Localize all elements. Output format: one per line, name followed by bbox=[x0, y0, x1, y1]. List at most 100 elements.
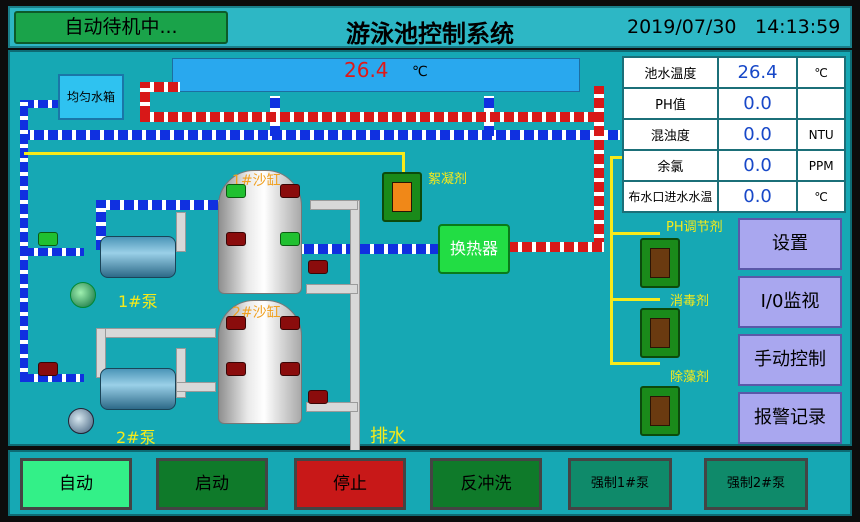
reading-value: 26.4 bbox=[716, 56, 799, 89]
system-status: 自动待机中... bbox=[14, 11, 228, 44]
valve-f2-drain[interactable] bbox=[308, 390, 328, 404]
filter1-drain-pipe bbox=[306, 284, 358, 294]
return-pipe bbox=[20, 130, 620, 140]
reading-label: PH值 bbox=[622, 87, 719, 120]
reading-unit: ℃ bbox=[796, 56, 846, 89]
dosing-line-flocculant bbox=[24, 152, 404, 155]
filter2-inlet-pipe bbox=[176, 382, 216, 392]
heater-return-pipe bbox=[594, 86, 604, 248]
valve-f2-outlet[interactable] bbox=[280, 316, 300, 330]
stop-button[interactable]: 停止 bbox=[294, 458, 406, 510]
dosing-line-flocculant-drop bbox=[402, 152, 405, 176]
alarm-log-button[interactable]: 报警记录 bbox=[738, 392, 842, 444]
dosing-ph[interactable] bbox=[640, 238, 680, 288]
filter2-bypass-pipe bbox=[176, 348, 186, 398]
force-pump-2-button[interactable]: 强制2#泵 bbox=[704, 458, 808, 510]
pump2-suction-pipe bbox=[24, 374, 84, 382]
header-bar: 自动待机中... 游泳池控制系统 2019/07/30 14:13:59 bbox=[8, 6, 852, 48]
drain-label: 排水 bbox=[370, 426, 406, 447]
reading-value: 0.0 bbox=[716, 118, 799, 151]
dosing-flocculant-label: 絮凝剂 bbox=[428, 172, 468, 187]
pump-1-label: 1#泵 bbox=[118, 292, 158, 311]
valve-f1-rinse[interactable] bbox=[280, 232, 300, 246]
reading-unit: PPM bbox=[796, 149, 846, 182]
time-display: 14:13:59 bbox=[755, 16, 841, 38]
valve-pump1-suction[interactable] bbox=[38, 232, 58, 246]
dosing-line-algaecide bbox=[610, 362, 660, 365]
pump1-discharge-pipe bbox=[96, 200, 106, 250]
page-title: 游泳池控制系统 bbox=[346, 20, 514, 48]
start-button[interactable]: 启动 bbox=[156, 458, 268, 510]
reading-row: 布水口进水水温 0.0 ℃ bbox=[622, 180, 846, 213]
balance-tank: 均匀水箱 bbox=[58, 74, 124, 120]
date-display: 2019/07/30 bbox=[627, 16, 737, 38]
dosing-ph-label: PH调节剂 bbox=[666, 220, 723, 235]
reading-unit bbox=[796, 87, 846, 120]
pool-temperature: 26.4 bbox=[344, 58, 389, 82]
dosing-disinfectant[interactable] bbox=[640, 308, 680, 358]
reading-label: 余氯 bbox=[622, 149, 719, 182]
tank-outlet-pipe bbox=[20, 100, 28, 382]
pump-1[interactable] bbox=[100, 236, 176, 278]
reading-unit: NTU bbox=[796, 118, 846, 151]
reading-row: PH值 0.0 bbox=[622, 87, 846, 120]
valve-f2-backwash[interactable] bbox=[226, 362, 246, 376]
valve-f2-rinse[interactable] bbox=[280, 362, 300, 376]
pool-temperature-unit: ℃ bbox=[412, 64, 428, 80]
valve-f1-backwash[interactable] bbox=[226, 232, 246, 246]
valve-pump2-suction[interactable] bbox=[38, 362, 58, 376]
filter-feed-pipe bbox=[96, 200, 276, 210]
valve-f1-outlet[interactable] bbox=[280, 184, 300, 198]
reading-value: 0.0 bbox=[716, 180, 799, 213]
pump-1-run-indicator bbox=[70, 282, 96, 308]
reading-row: 混浊度 0.0 NTU bbox=[622, 118, 846, 151]
filter2-drain-pipe bbox=[306, 402, 358, 412]
reading-value: 0.0 bbox=[716, 149, 799, 182]
reading-label: 布水口进水水温 bbox=[622, 180, 719, 213]
pump1-suction-pipe bbox=[24, 248, 84, 256]
backwash-button[interactable]: 反冲洗 bbox=[430, 458, 542, 510]
supply-riser-left bbox=[140, 82, 150, 116]
auto-mode-button[interactable]: 自动 bbox=[20, 458, 132, 510]
reading-row: 池水温度 26.4 ℃ bbox=[622, 56, 846, 89]
tank-inlet-pipe bbox=[24, 100, 60, 108]
dosing-flocculant[interactable] bbox=[382, 172, 422, 222]
valve-f1-drain[interactable] bbox=[308, 260, 328, 274]
reading-value: 0.0 bbox=[716, 87, 799, 120]
drain-pipe bbox=[350, 200, 360, 452]
filter2-feed-pipe bbox=[96, 328, 216, 338]
dosing-line-main bbox=[610, 156, 613, 364]
dosing-line-disinfectant bbox=[610, 298, 660, 301]
pump-2-label: 2#泵 bbox=[116, 428, 156, 447]
filter1-bypass-pipe bbox=[176, 212, 186, 252]
dosing-flocculant-indicator bbox=[392, 182, 412, 212]
heat-exchanger[interactable]: 换热器 bbox=[438, 224, 510, 274]
pool bbox=[172, 58, 580, 92]
settings-button[interactable]: 设置 bbox=[738, 218, 842, 270]
pump-2-run-indicator bbox=[68, 408, 94, 434]
valve-f2-inlet[interactable] bbox=[226, 316, 246, 330]
filter1-overflow-pipe bbox=[310, 200, 358, 210]
dosing-line-ph bbox=[610, 232, 660, 235]
dosing-ph-indicator bbox=[650, 248, 670, 278]
pump-2[interactable] bbox=[100, 368, 176, 410]
pool-supply-pipe bbox=[140, 82, 180, 92]
readings-table: 池水温度 26.4 ℃ PH值 0.0 混浊度 0.0 NTU 余氯 0.0 P… bbox=[622, 56, 846, 213]
dosing-algaecide-label: 除藻剂 bbox=[670, 370, 710, 385]
dosing-algaecide[interactable] bbox=[640, 386, 680, 436]
force-pump-1-button[interactable]: 强制1#泵 bbox=[568, 458, 672, 510]
valve-f1-inlet[interactable] bbox=[226, 184, 246, 198]
manual-control-button[interactable]: 手动控制 bbox=[738, 334, 842, 386]
reading-label: 池水温度 bbox=[622, 56, 719, 89]
process-diagram: 26.4 ℃ bbox=[8, 50, 852, 452]
reading-unit: ℃ bbox=[796, 180, 846, 213]
footer-bar: 自动 启动 停止 反冲洗 强制1#泵 强制2#泵 bbox=[8, 450, 852, 516]
dosing-line-top bbox=[610, 156, 632, 159]
dosing-disinfectant-label: 消毒剂 bbox=[670, 294, 710, 309]
io-monitor-button[interactable]: I/0监视 bbox=[738, 276, 842, 328]
heater-outlet-pipe bbox=[508, 242, 604, 252]
dosing-algaecide-indicator bbox=[650, 396, 670, 426]
reading-row: 余氯 0.0 PPM bbox=[622, 149, 846, 182]
reading-label: 混浊度 bbox=[622, 118, 719, 151]
